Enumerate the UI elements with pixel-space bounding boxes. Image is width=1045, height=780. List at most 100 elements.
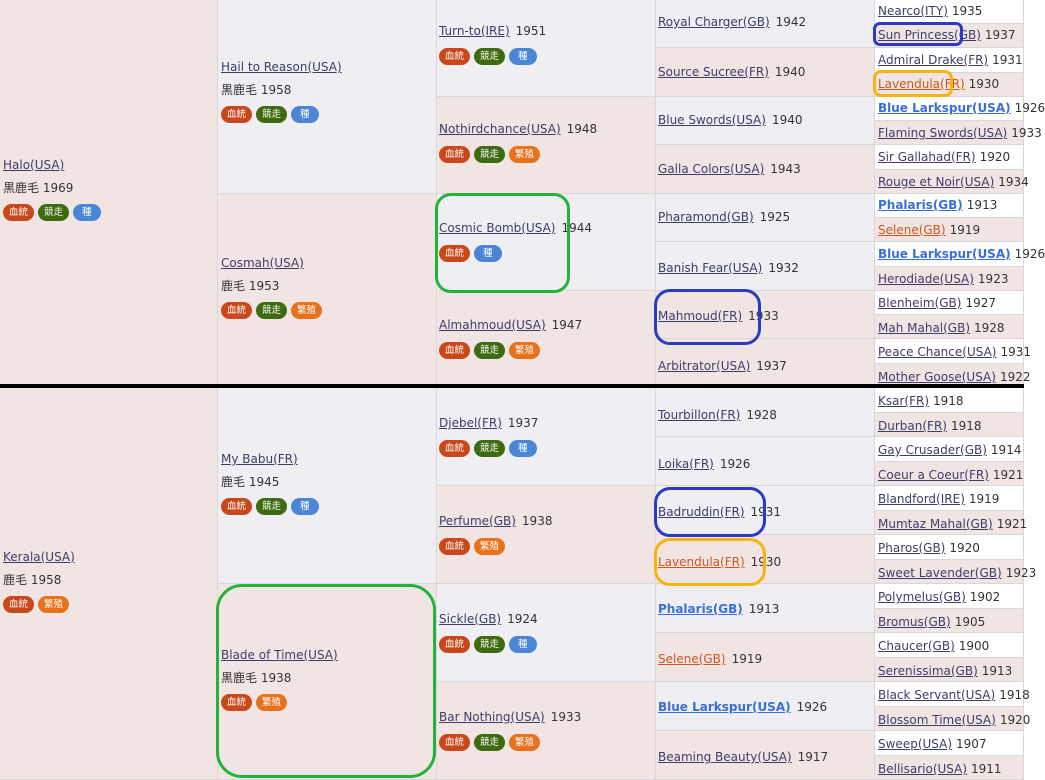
stud-badge[interactable]: 種 xyxy=(509,48,537,65)
horse-link[interactable]: Halo(USA) xyxy=(3,158,65,172)
horse-link[interactable]: Nothirdchance(USA) xyxy=(439,122,561,136)
horse-link[interactable]: Pharamond(GB) xyxy=(658,210,754,224)
horse-link[interactable]: Black Servant(USA) xyxy=(878,688,996,702)
horse-link[interactable]: Mahmoud(FR) xyxy=(658,309,743,323)
horse-link[interactable]: Herodiade(USA) xyxy=(878,272,974,286)
pedigree-badge[interactable]: 血統 xyxy=(221,106,253,123)
pedigree-badge[interactable]: 血統 xyxy=(439,538,471,555)
horse-link[interactable]: Peace Chance(USA) xyxy=(878,345,997,359)
horse-link[interactable]: Blade of Time(USA) xyxy=(221,648,338,662)
race-record-badge[interactable]: 競走 xyxy=(474,342,506,359)
horse-link[interactable]: Phalaris(GB) xyxy=(658,602,743,616)
horse-link[interactable]: Blenheim(GB) xyxy=(878,296,962,310)
horse-link[interactable]: Blossom Time(USA) xyxy=(878,713,996,727)
horse-link[interactable]: Gay Crusader(GB) xyxy=(878,443,987,457)
horse-link[interactable]: Admiral Drake(FR) xyxy=(878,53,989,67)
horse-link[interactable]: Badruddin(FR) xyxy=(658,505,745,519)
horse-link[interactable]: Polymelus(GB) xyxy=(878,590,966,604)
horse-link[interactable]: Bar Nothing(USA) xyxy=(439,710,545,724)
horse-link[interactable]: Mah Mahal(GB) xyxy=(878,321,971,335)
horse-link[interactable]: Serenissima(GB) xyxy=(878,664,978,678)
horse-link[interactable]: Coeur a Coeur(FR) xyxy=(878,468,989,482)
horse-link[interactable]: Turn-to(IRE) xyxy=(439,24,510,38)
race-record-badge[interactable]: 競走 xyxy=(474,440,506,457)
horse-link[interactable]: Lavendula(FR) xyxy=(658,555,745,569)
horse-link[interactable]: Tourbillon(FR) xyxy=(658,408,741,422)
horse-link[interactable]: Hail to Reason(USA) xyxy=(221,60,342,74)
horse-link[interactable]: Bromus(GB) xyxy=(878,615,951,629)
horse-link[interactable]: Blue Larkspur(USA) xyxy=(878,247,1011,261)
horse-link[interactable]: Selene(GB) xyxy=(658,652,726,666)
horse-link[interactable]: Beaming Beauty(USA) xyxy=(658,750,792,764)
horse-link[interactable]: Sir Gallahad(FR) xyxy=(878,150,976,164)
pedigree-badge[interactable]: 血統 xyxy=(439,146,471,163)
horse-link[interactable]: Pharos(GB) xyxy=(878,541,946,555)
horse-link[interactable]: Blue Larkspur(USA) xyxy=(878,101,1011,115)
pedigree-badge[interactable]: 血統 xyxy=(221,694,253,711)
horse-link[interactable]: Cosmah(USA) xyxy=(221,256,304,270)
horse-link[interactable]: Sun Princess(GB) xyxy=(878,28,981,42)
horse-link[interactable]: Sickle(GB) xyxy=(439,612,502,626)
stud-badge[interactable]: 種 xyxy=(509,636,537,653)
horse-link[interactable]: My Babu(FR) xyxy=(221,452,298,466)
horse-link[interactable]: Flaming Swords(USA) xyxy=(878,126,1008,140)
pedigree-badge[interactable]: 血統 xyxy=(3,596,35,613)
race-record-badge[interactable]: 競走 xyxy=(474,636,506,653)
breeding-badge[interactable]: 繁殖 xyxy=(38,596,70,613)
horse-link[interactable]: Bellisario(USA) xyxy=(878,762,968,776)
pedigree-badge[interactable]: 血統 xyxy=(3,204,35,221)
horse-link[interactable]: Royal Charger(GB) xyxy=(658,15,770,29)
breeding-badge[interactable]: 繁殖 xyxy=(291,302,323,319)
horse-link[interactable]: Blandford(IRE) xyxy=(878,492,965,506)
race-record-badge[interactable]: 競走 xyxy=(474,48,506,65)
pedigree-badge[interactable]: 血統 xyxy=(439,342,471,359)
horse-link[interactable]: Almahmoud(USA) xyxy=(439,318,546,332)
horse-link[interactable]: Mother Goose(USA) xyxy=(878,370,996,384)
horse-link[interactable]: Galla Colors(USA) xyxy=(658,162,765,176)
breeding-badge[interactable]: 繁殖 xyxy=(256,694,288,711)
horse-link[interactable]: Cosmic Bomb(USA) xyxy=(439,221,556,235)
horse-link[interactable]: Sweet Lavender(GB) xyxy=(878,566,1002,580)
horse-link[interactable]: Mumtaz Mahal(GB) xyxy=(878,517,993,531)
horse-link[interactable]: Blue Swords(USA) xyxy=(658,113,766,127)
breeding-badge[interactable]: 繁殖 xyxy=(509,146,541,163)
horse-link[interactable]: Nearco(ITY) xyxy=(878,4,948,18)
horse-link[interactable]: Durban(FR) xyxy=(878,419,947,433)
pedigree-badge[interactable]: 血統 xyxy=(221,302,253,319)
stud-badge[interactable]: 種 xyxy=(291,498,319,515)
horse-link[interactable]: Perfume(GB) xyxy=(439,514,516,528)
race-record-badge[interactable]: 競走 xyxy=(474,146,506,163)
pedigree-badge[interactable]: 血統 xyxy=(439,734,471,751)
horse-link[interactable]: Selene(GB) xyxy=(878,223,946,237)
race-record-badge[interactable]: 競走 xyxy=(38,204,70,221)
race-record-badge[interactable]: 競走 xyxy=(256,106,288,123)
horse-link[interactable]: Ksar(FR) xyxy=(878,394,930,408)
breeding-badge[interactable]: 繁殖 xyxy=(509,342,541,359)
stud-badge[interactable]: 種 xyxy=(509,440,537,457)
horse-link[interactable]: Arbitrator(USA) xyxy=(658,359,751,373)
horse-link[interactable]: Blue Larkspur(USA) xyxy=(658,700,791,714)
race-record-badge[interactable]: 競走 xyxy=(256,498,288,515)
pedigree-badge[interactable]: 血統 xyxy=(439,48,471,65)
horse-link[interactable]: Rouge et Noir(USA) xyxy=(878,175,995,189)
horse-link[interactable]: Sweep(USA) xyxy=(878,737,953,751)
horse-link[interactable]: Loika(FR) xyxy=(658,457,714,471)
horse-link[interactable]: Phalaris(GB) xyxy=(878,198,963,212)
pedigree-badge[interactable]: 血統 xyxy=(439,636,471,653)
pedigree-badge[interactable]: 血統 xyxy=(439,440,471,457)
stud-badge[interactable]: 種 xyxy=(474,245,502,262)
race-record-badge[interactable]: 競走 xyxy=(256,302,288,319)
horse-link[interactable]: Lavendula(FR) xyxy=(878,77,965,91)
horse-link[interactable]: Kerala(USA) xyxy=(3,550,75,564)
breeding-badge[interactable]: 繁殖 xyxy=(509,734,541,751)
stud-badge[interactable]: 種 xyxy=(73,204,101,221)
race-record-badge[interactable]: 競走 xyxy=(474,734,506,751)
pedigree-badge[interactable]: 血統 xyxy=(439,245,471,262)
pedigree-badge[interactable]: 血統 xyxy=(221,498,253,515)
breeding-badge[interactable]: 繁殖 xyxy=(474,538,506,555)
stud-badge[interactable]: 種 xyxy=(291,106,319,123)
horse-link[interactable]: Source Sucree(FR) xyxy=(658,65,769,79)
horse-link[interactable]: Djebel(FR) xyxy=(439,416,502,430)
horse-link[interactable]: Banish Fear(USA) xyxy=(658,261,763,275)
horse-link[interactable]: Chaucer(GB) xyxy=(878,639,955,653)
